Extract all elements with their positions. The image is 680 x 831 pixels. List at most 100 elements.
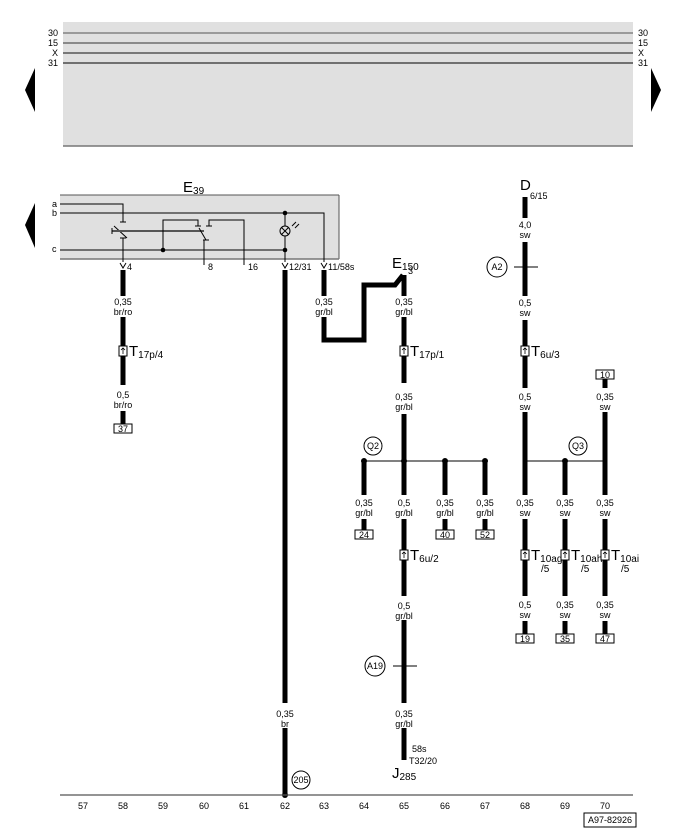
- figure-id-badge: A97-82926: [583, 812, 637, 828]
- connector-t17p-1: T17p/1: [399, 343, 445, 361]
- svg-text:47: 47: [600, 634, 610, 644]
- rail-label-30-right: 30: [638, 28, 648, 38]
- rail-label-15-right: 15: [638, 38, 648, 48]
- splice-a19: A19: [364, 655, 417, 677]
- connector-t6u-2: T6u/2: [399, 547, 439, 565]
- wire-columns-68-70-lower: T10ag /5 T10ah /5 T10ai /5 0,5 sw 0,35 s…: [515, 519, 639, 644]
- wire-size: 0,35: [395, 392, 413, 402]
- previous-component-arrow[interactable]: [25, 203, 35, 248]
- svg-text:T6u/2: T6u/2: [410, 547, 439, 565]
- svg-text:0,35: 0,35: [556, 600, 574, 610]
- svg-text:sw: sw: [560, 610, 572, 620]
- svg-text:10: 10: [600, 370, 610, 380]
- svg-text:52: 52: [480, 530, 490, 540]
- svg-text:0,5: 0,5: [519, 600, 532, 610]
- svg-text:0,35: 0,35: [596, 498, 614, 508]
- next-page-arrow[interactable]: [651, 68, 661, 112]
- rail-label-x: X: [52, 48, 58, 58]
- wire-color: gr/bl: [315, 307, 333, 317]
- svg-text:E150: E150: [392, 255, 419, 273]
- svg-text:0,35: 0,35: [596, 392, 614, 402]
- e39-input-a: a: [52, 199, 57, 209]
- svg-text:gr/bl: gr/bl: [436, 508, 454, 518]
- svg-text:205: 205: [293, 775, 308, 785]
- connector-t10ai-5: T10ai /5: [600, 547, 639, 575]
- wire-column-68: 4,0 sw A2 0,5 sw T6u/3 0,5 sw: [486, 197, 560, 495]
- svg-text:Q2: Q2: [367, 441, 379, 451]
- column-numbers: 57 58 59 60 61 62 63 64 65 66 67 68 69 7…: [78, 801, 610, 811]
- svg-text:69: 69: [560, 801, 570, 811]
- svg-text:gr/bl: gr/bl: [395, 611, 413, 621]
- svg-text:T10ah: T10ah: [571, 547, 602, 565]
- svg-text:T6u/3: T6u/3: [531, 343, 560, 361]
- j285-pin-t32-20: T32/20: [409, 756, 437, 766]
- ref-box-52[interactable]: [475, 529, 495, 540]
- svg-text:40: 40: [440, 530, 450, 540]
- component-j285: 58s T32/20 J285: [392, 744, 437, 783]
- svg-text:A97-82926: A97-82926: [588, 815, 632, 825]
- ref-box-35[interactable]: [555, 633, 575, 644]
- ground-point-205: [291, 770, 311, 790]
- svg-text:sw: sw: [520, 610, 532, 620]
- splice-a2: A2: [486, 256, 538, 278]
- ref-box-19[interactable]: [515, 633, 535, 644]
- svg-text:35: 35: [560, 634, 570, 644]
- wire-column-65: 0,35 gr/bl T17p/1 0,35 gr/bl: [395, 275, 445, 495]
- e39-pin-12-31: 12/31: [289, 262, 312, 272]
- svg-text:sw: sw: [600, 508, 612, 518]
- svg-text:sw: sw: [600, 402, 612, 412]
- svg-text:/5: /5: [621, 564, 630, 575]
- power-rail-panel: 30 15 X 31 30 15 X 31: [48, 22, 648, 147]
- e39-pin-16: 16: [248, 262, 258, 272]
- wire-column-70-top: 10 0,35 sw: [595, 369, 615, 495]
- svg-text:64: 64: [359, 801, 369, 811]
- svg-text:70: 70: [600, 801, 610, 811]
- svg-text:62: 62: [280, 801, 290, 811]
- ref-box-47[interactable]: [595, 633, 615, 644]
- svg-text:68: 68: [520, 801, 530, 811]
- rail-label-x-right: X: [638, 48, 644, 58]
- wire-column-62: 0,35 br 205: [276, 270, 311, 798]
- e150-pin-3: 3: [408, 266, 413, 276]
- splice-q3: Q3 0,35 sw 0,35 sw 0,35 sw: [516, 436, 614, 518]
- svg-text:61: 61: [239, 801, 249, 811]
- svg-text:sw: sw: [520, 308, 532, 318]
- svg-text:66: 66: [440, 801, 450, 811]
- ref-box-40[interactable]: [435, 529, 455, 540]
- connector-t10ag-5: T10ag /5: [520, 547, 562, 575]
- wire-size: 0,5: [117, 390, 130, 400]
- wire-size: 0,35: [395, 297, 413, 307]
- previous-page-arrow[interactable]: [25, 68, 35, 112]
- connector-t6u-3: T6u/3: [520, 343, 560, 361]
- svg-text:59: 59: [158, 801, 168, 811]
- svg-text:60: 60: [199, 801, 209, 811]
- wire-size: 0,35: [315, 297, 333, 307]
- svg-text:0,5: 0,5: [398, 498, 411, 508]
- ref-37: 37: [118, 424, 128, 434]
- svg-text:0,5: 0,5: [398, 601, 411, 611]
- e39-input-b: b: [52, 208, 57, 218]
- wire-column-65-lower: T6u/2 0,5 gr/bl A19 0,35 gr/bl: [364, 519, 439, 760]
- rail-label-15: 15: [48, 38, 58, 48]
- rail-label-30: 30: [48, 28, 58, 38]
- j285-pin-58s: 58s: [412, 744, 427, 754]
- connector-t10ah-5: T10ah /5: [560, 547, 602, 575]
- e39-pin-4: 4: [127, 262, 132, 272]
- svg-text:67: 67: [480, 801, 490, 811]
- ref-box-37[interactable]: [113, 423, 133, 434]
- svg-text:24: 24: [359, 530, 369, 540]
- svg-text:/5: /5: [541, 564, 550, 575]
- svg-text:57: 57: [78, 801, 88, 811]
- d-pin-6-15: 6/15: [530, 191, 548, 201]
- wire-color: gr/bl: [395, 402, 413, 412]
- e39-pin-8: 8: [208, 262, 213, 272]
- wire-column-58: 0,35 br/ro T17p/4 0,5 br/ro 37: [113, 270, 164, 434]
- svg-text:gr/bl: gr/bl: [395, 508, 413, 518]
- ref-box-24[interactable]: [354, 529, 374, 540]
- wire-color: gr/bl: [395, 307, 413, 317]
- svg-text:0,35: 0,35: [476, 498, 494, 508]
- rail-label-31-right: 31: [638, 58, 648, 68]
- e39-input-c: c: [52, 244, 57, 254]
- svg-text:0,35: 0,35: [355, 498, 373, 508]
